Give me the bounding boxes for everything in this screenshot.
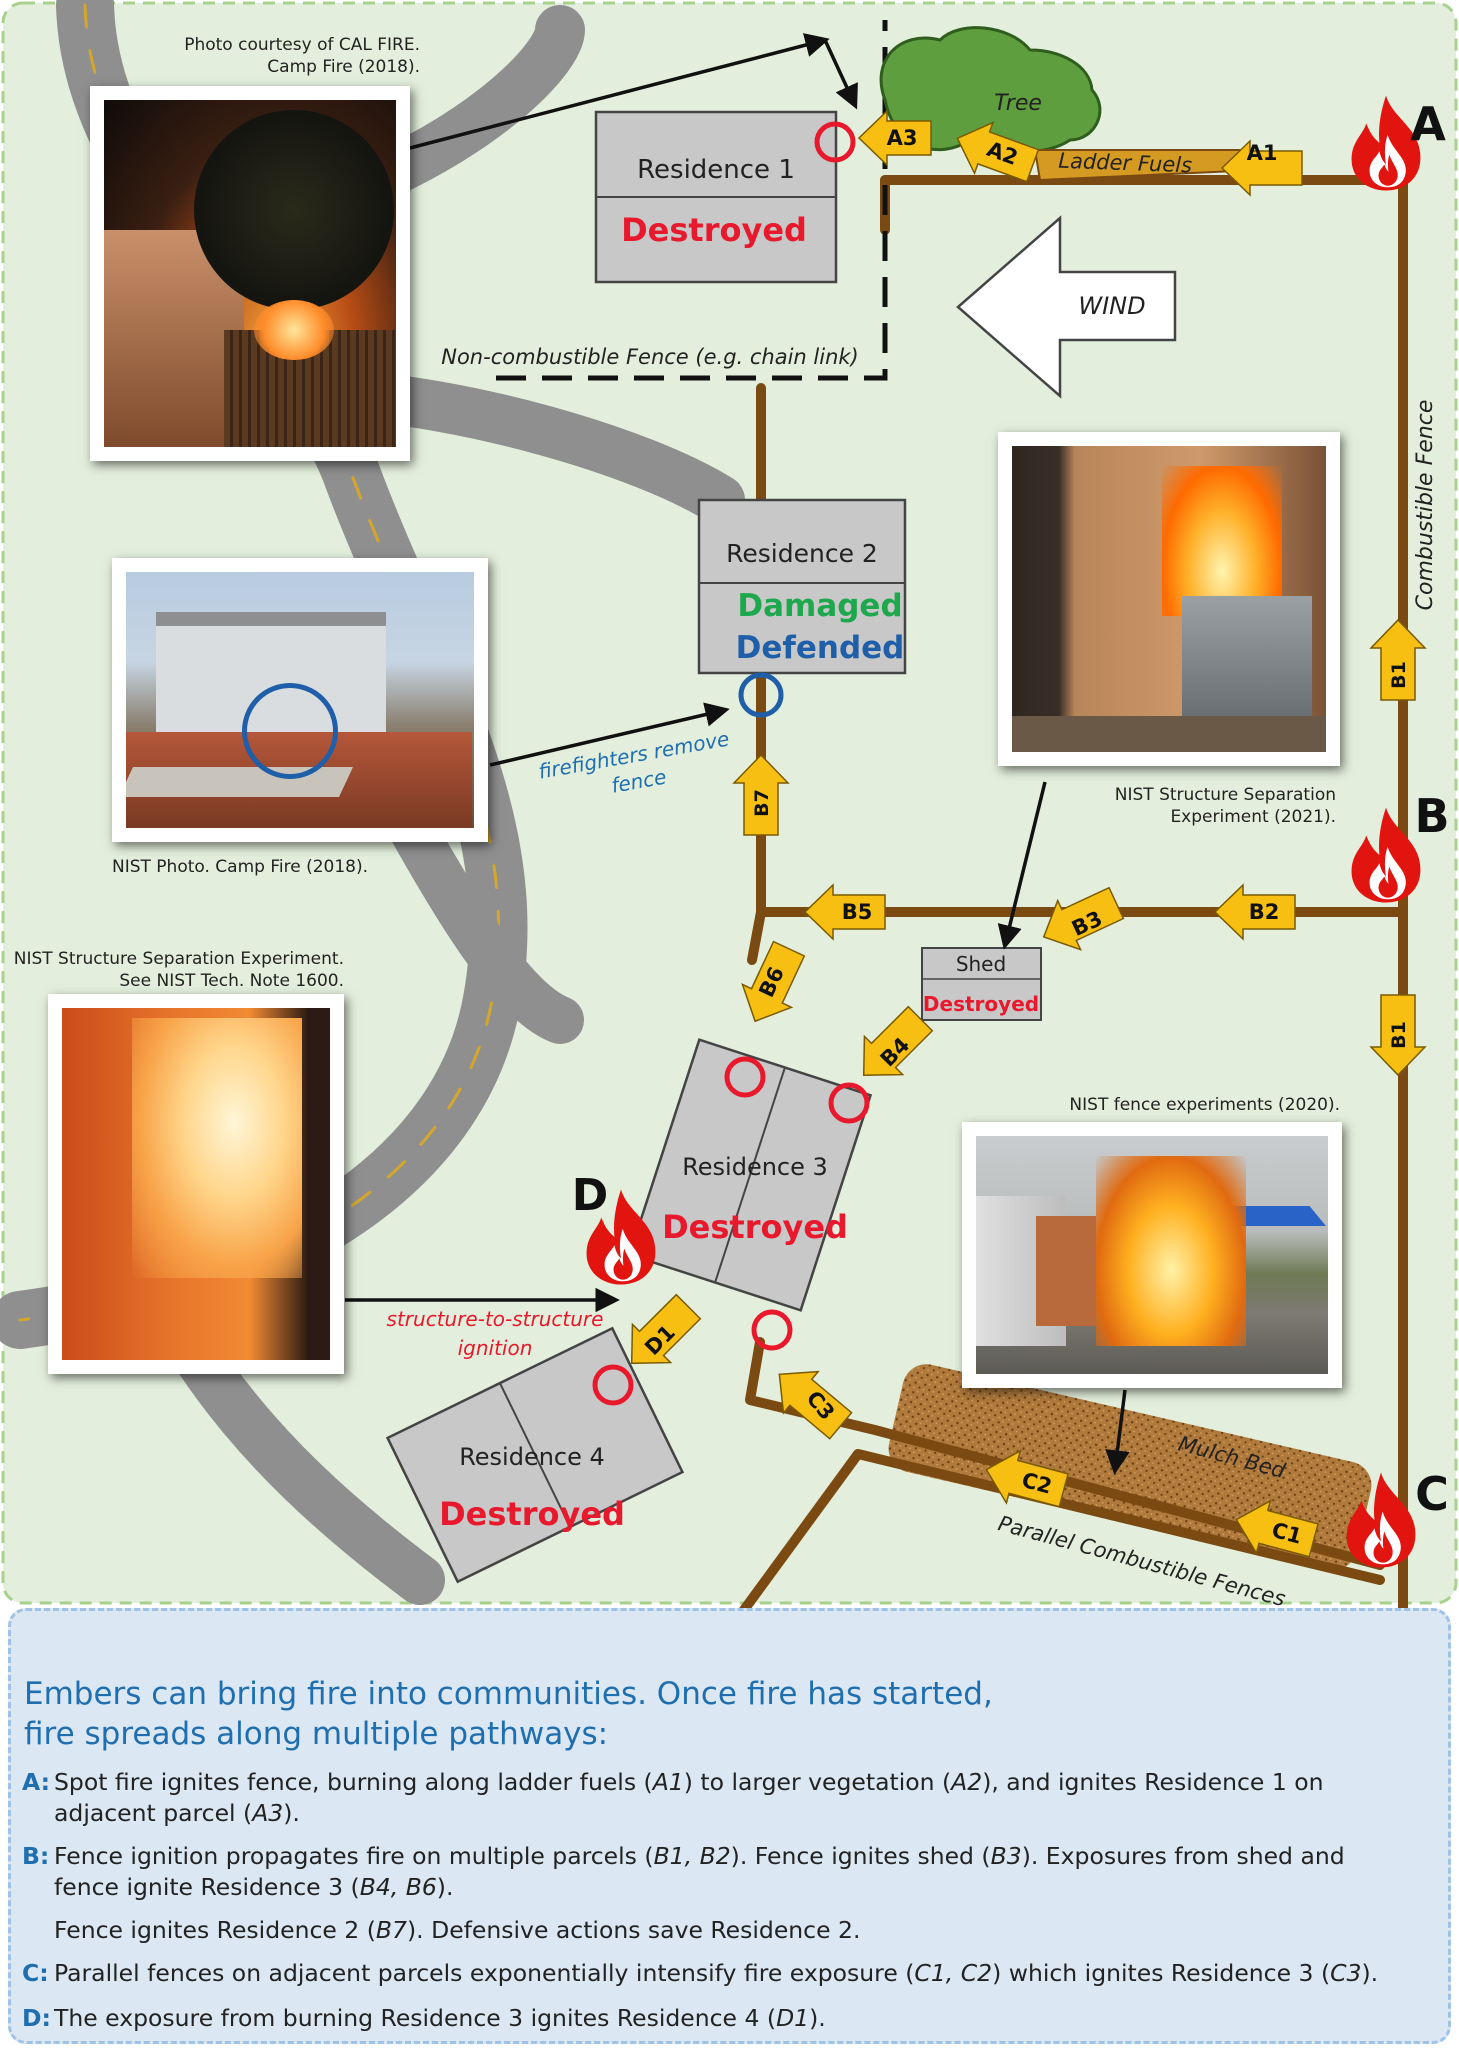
- fire-source-c-label: C: [1415, 1467, 1449, 1521]
- shed-name: Shed: [956, 952, 1006, 976]
- pointer-arrows: [345, 33, 1130, 1475]
- residence-3: [627, 1038, 873, 1312]
- ignition-markers: [592, 121, 870, 1406]
- legend-key-a: A:: [22, 1768, 51, 1796]
- pathway-arrow-b2: B2: [1213, 883, 1296, 941]
- fire-source-a: A: [1351, 95, 1446, 191]
- residence-4: [385, 1326, 685, 1584]
- caption-nist-sep: NIST Structure Separation Experiment. Se…: [8, 948, 344, 992]
- legend-title: Embers can bring fire into communities. …: [24, 1674, 993, 1754]
- legend-text-b-continued: Fence ignites Residence 2 (B7). Defensiv…: [54, 1916, 861, 1944]
- fire-source-b-label: B: [1414, 789, 1449, 843]
- residence-3-status: Destroyed: [662, 1208, 848, 1246]
- fire-source-d-label: D: [572, 1170, 609, 1221]
- pathway-label-b1-up: B1: [1388, 661, 1410, 689]
- combustible-fence-label: Combustible Fence: [1413, 400, 1438, 611]
- legend-title-line2: fire spreads along multiple pathways:: [24, 1716, 609, 1752]
- photo-calfire-camp-fire: [90, 86, 410, 461]
- legend-item-a: A:Spot fire ignites fence, burning along…: [22, 1767, 1384, 1829]
- legend-item-d: D:The exposure from burning Residence 3 …: [22, 2003, 1384, 2034]
- residence-1-name: Residence 1: [637, 155, 795, 185]
- residence-2: Residence 2 Damaged Defended: [697, 498, 907, 675]
- fire-source-b: B: [1351, 789, 1450, 903]
- defended-spot-circle: [242, 683, 338, 779]
- caption-calfire-line2: Camp Fire (2018).: [267, 57, 420, 77]
- legend-key-c: C:: [22, 1959, 49, 1987]
- caption-calfire: Photo courtesy of CAL FIRE. Camp Fire (2…: [120, 34, 420, 78]
- pathway-label-b5: B5: [842, 900, 873, 924]
- residence-2-status-defended: Defended: [736, 630, 905, 666]
- residence-1: Residence 1 Destroyed: [594, 110, 838, 284]
- defended-marker-r2: [738, 672, 784, 718]
- noncombustible-fence-label: Non-combustible Fence (e.g. chain link): [441, 345, 859, 369]
- wind-arrow: WIND: [956, 215, 1177, 399]
- legend-panel: [8, 1608, 1451, 2044]
- legend-item-b-continued: Fence ignites Residence 2 (B7). Defensiv…: [22, 1915, 1384, 1946]
- residence-2-status-damaged: Damaged: [737, 588, 902, 624]
- wind-label: WIND: [1078, 292, 1145, 320]
- ladder-fuels-label: Ladder Fuels: [1058, 149, 1193, 178]
- caption-nist-sep2021: NIST Structure Separation Experiment (20…: [1000, 784, 1336, 828]
- caption-calfire-line1: Photo courtesy of CAL FIRE.: [184, 35, 420, 55]
- caption-nist-sep-line2: See NIST Tech. Note 1600.: [119, 971, 344, 991]
- photo-nist-camp-fire: [112, 558, 488, 842]
- ignition-marker-r4: [592, 1364, 634, 1406]
- fire-source-a-label: A: [1410, 97, 1446, 151]
- caption-nist-fence: NIST fence experiments (2020).: [1069, 1095, 1340, 1115]
- caption-nist-sep-line1: NIST Structure Separation Experiment.: [13, 949, 344, 969]
- tree: Tree: [879, 26, 1102, 153]
- structure-ignition-label-line2: ignition: [458, 1336, 533, 1360]
- ignition-marker-r1: [814, 121, 856, 163]
- legend-item-c: C:Parallel fences on adjacent parcels ex…: [22, 1958, 1384, 1989]
- pathway-arrow-b7: B7: [732, 753, 790, 836]
- photo-nist-separation: [48, 994, 344, 1374]
- legend-title-line1: Embers can bring fire into communities. …: [24, 1676, 993, 1712]
- legend-text-c: Parallel fences on adjacent parcels expo…: [54, 1959, 1379, 1987]
- pathway-arrow-a1: A1: [1220, 139, 1303, 197]
- ignition-marker-r3-b6: [724, 1056, 766, 1098]
- photo-nist-separation-2021: [998, 432, 1340, 766]
- caption-nist-sep2021-line1: NIST Structure Separation: [1114, 785, 1336, 805]
- pathway-arrow-b3: B3: [1042, 886, 1125, 951]
- residence-4-name: Residence 4: [459, 1443, 605, 1471]
- ignition-marker-r3-b4: [828, 1082, 870, 1124]
- residence-1-status: Destroyed: [621, 211, 807, 249]
- tree-label: Tree: [994, 91, 1042, 116]
- photo-nist-fence: [962, 1122, 1342, 1388]
- fire-source-c: C: [1346, 1467, 1449, 1568]
- structure-ignition-label-line1: structure-to-structure: [387, 1307, 604, 1331]
- shed-status: Destroyed: [923, 992, 1039, 1016]
- pathway-label-b7: B7: [751, 789, 773, 817]
- shed: Shed Destroyed: [921, 947, 1042, 1021]
- legend-key-d: D:: [22, 2004, 51, 2032]
- pathway-arrow-c1: C1: [1235, 1499, 1319, 1558]
- pathway-label-a3: A3: [887, 126, 918, 150]
- caption-nist-sep2021-line2: Experiment (2021).: [1170, 807, 1336, 827]
- residence-3-name: Residence 3: [682, 1153, 828, 1181]
- pathway-arrow-b1-up: B1: [1369, 618, 1427, 701]
- legend-item-b: B:Fence ignition propagates fire on mult…: [22, 1841, 1384, 1903]
- pathway-arrow-b5: B5: [803, 883, 886, 941]
- pathway-label-b1-down: B1: [1388, 1021, 1410, 1049]
- legend-key-b: B:: [22, 1842, 50, 1870]
- legend-text-d: The exposure from burning Residence 3 ig…: [54, 2004, 826, 2032]
- residence-2-name: Residence 2: [726, 539, 878, 568]
- pathway-label-b2: B2: [1249, 900, 1280, 924]
- legend-text-a: Spot fire ignites fence, burning along l…: [54, 1768, 1324, 1827]
- ignition-marker-r3-c3: [751, 1309, 793, 1351]
- pathway-arrow-b6: B6: [741, 940, 806, 1023]
- residence-4-status: Destroyed: [439, 1495, 625, 1533]
- pathway-label-a1: A1: [1247, 141, 1278, 165]
- fire-source-d: D: [572, 1170, 656, 1285]
- caption-nist-camp: NIST Photo. Camp Fire (2018).: [112, 857, 369, 877]
- pathway-arrow-b1-down: B1: [1369, 994, 1427, 1077]
- pathway-arrow-c2: C2: [985, 1449, 1069, 1508]
- legend-text-b: Fence ignition propagates fire on multip…: [54, 1842, 1345, 1901]
- pathway-arrow-a3: A3: [857, 109, 932, 167]
- pathway-arrow-a2: A2: [956, 121, 1040, 183]
